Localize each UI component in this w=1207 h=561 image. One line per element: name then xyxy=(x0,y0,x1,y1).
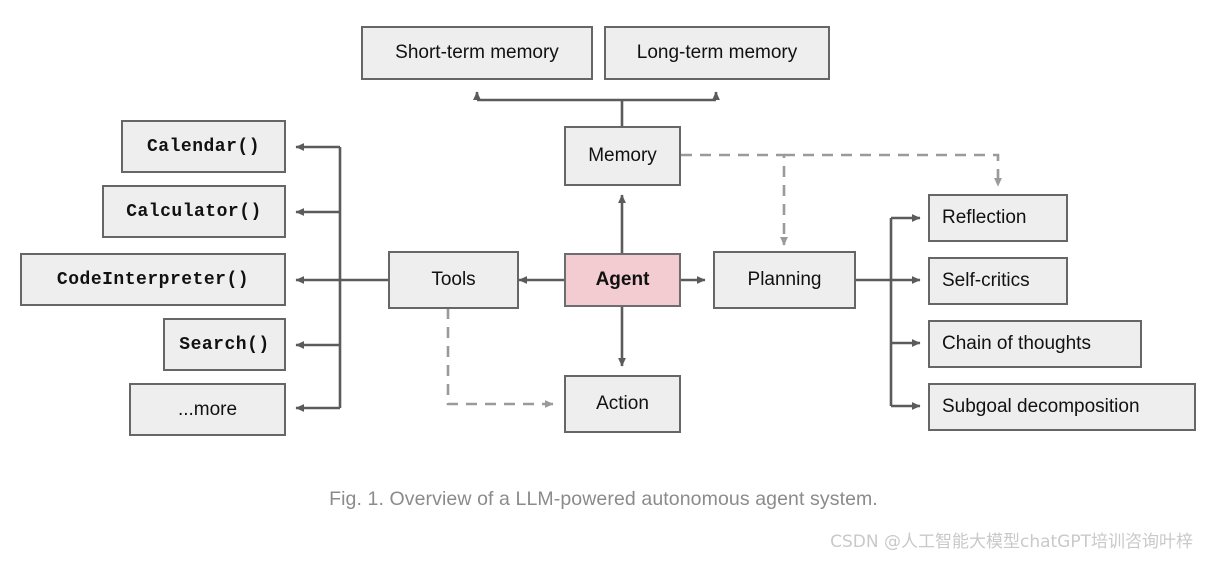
node-self-critics[interactable]: Self-critics xyxy=(928,257,1068,305)
node-tools[interactable]: Tools xyxy=(388,251,519,309)
node-more[interactable]: ...more xyxy=(129,383,286,436)
node-label: ...more xyxy=(177,398,238,420)
node-label: Action xyxy=(596,393,649,414)
node-label: Short-term memory xyxy=(395,42,559,63)
node-label: Long-term memory xyxy=(636,42,798,63)
node-planning[interactable]: Planning xyxy=(713,251,856,309)
node-calendar[interactable]: Calendar() xyxy=(121,120,286,173)
node-label: CodeInterpreter() xyxy=(56,269,250,290)
node-label: Planning xyxy=(747,269,822,290)
edge-memory-to-planning-dashed xyxy=(681,153,788,246)
node-short-term-memory[interactable]: Short-term memory xyxy=(361,26,593,80)
node-label: Memory xyxy=(588,145,657,166)
node-label: Calculator() xyxy=(126,201,262,222)
csdn-watermark: CSDN @人工智能大模型chatGPT培训咨询叶梓 xyxy=(830,532,1193,552)
node-long-term-memory[interactable]: Long-term memory xyxy=(604,26,830,80)
figure-caption: Fig. 1. Overview of a LLM-powered autono… xyxy=(329,488,878,510)
node-chain-of-thoughts[interactable]: Chain of thoughts xyxy=(928,320,1142,368)
node-label: Agent xyxy=(595,269,650,290)
edge-tools-to-action-dashed xyxy=(446,308,554,408)
node-subgoal-decomposition[interactable]: Subgoal decomposition xyxy=(928,383,1196,431)
node-calculator[interactable]: Calculator() xyxy=(102,185,286,238)
node-label: Reflection xyxy=(942,207,1027,228)
node-reflection[interactable]: Reflection xyxy=(928,194,1068,242)
solid-edge-group xyxy=(295,91,921,412)
node-label: Tools xyxy=(431,269,476,290)
node-memory[interactable]: Memory xyxy=(564,126,681,186)
node-action[interactable]: Action xyxy=(564,375,681,433)
node-label: Self-critics xyxy=(942,270,1030,291)
node-search[interactable]: Search() xyxy=(163,318,286,371)
node-label: Calendar() xyxy=(146,136,261,157)
diagram-edges xyxy=(295,91,1002,412)
node-label: Search() xyxy=(179,334,270,355)
node-codeinterpreter[interactable]: CodeInterpreter() xyxy=(20,253,286,306)
node-label: Chain of thoughts xyxy=(942,333,1091,354)
edge-memory-to-reflection-dashed xyxy=(784,153,1002,187)
dashed-edge-group xyxy=(446,153,1002,408)
node-agent[interactable]: Agent xyxy=(564,253,681,307)
node-label: Subgoal decomposition xyxy=(942,396,1140,417)
